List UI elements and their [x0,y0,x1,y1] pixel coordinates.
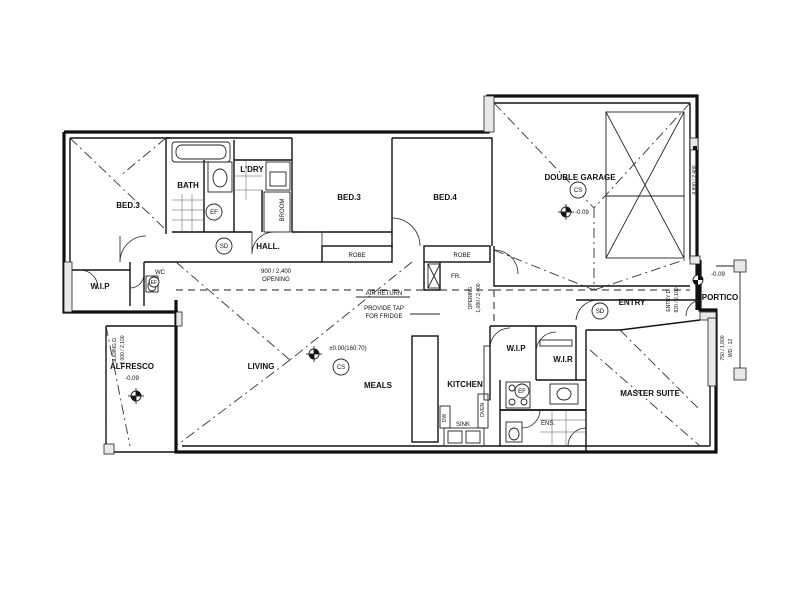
label-hall: HALL. [256,242,280,251]
level-marker-portico [692,274,704,286]
dw-unit [439,405,451,429]
linen-press [263,191,291,233]
bathtub [171,141,231,163]
pantry-shelf [483,345,491,401]
level-marker-alfresco [128,388,144,404]
label-broom: BROOM [280,199,286,222]
annotations: 900 / 2,400 OPENING AIR RETURN PROVIDE T… [112,165,734,428]
label-wc: WC [155,270,166,276]
note-opening-v: OPENING [468,286,474,309]
svg-text:CS: CS [574,188,582,194]
note-sliding-size: 2,000 / 2,100 [120,335,126,364]
dashed-lines [105,289,690,452]
oven-unit [477,393,489,429]
laundry-tiles [234,160,262,200]
note-opening: OPENING [262,277,290,283]
label-living: LIVING [248,362,275,371]
label-robe-left: ROBE [348,253,365,259]
cooktop [505,381,531,409]
svg-text:EF: EF [210,210,218,216]
label-bed2: BED.3 [116,201,140,210]
ens-vanity [549,383,579,405]
label-master: MASTER SUITE [620,389,680,398]
doors [79,217,701,447]
laundry-tub [265,161,291,191]
svg-text:SD: SD [220,244,229,250]
label-portico: PORTICO [702,293,738,302]
note-alfresco-level: -0.09 [125,376,139,382]
label-garage: DOUBLE GARAGE [544,173,616,182]
sd-symbol-hall: SD [215,237,233,255]
note-portico-level: -0.09 [711,272,725,278]
ef-symbol-bath: EF [205,203,223,221]
note-air-return: AIR RETURN [366,291,403,297]
note-entry-door: ENTRY D. [666,288,672,311]
label-bed3: BED.3 [337,193,361,202]
note-oven: OVEN [480,403,486,418]
ens-wc [505,421,523,443]
fixtures [145,141,579,447]
symbols: SD SD CS CS EF EF EF [103,146,747,455]
note-garage-door: 4,800 / 2,400 [692,165,698,194]
label-meals: MEALS [364,381,393,390]
column-portico-top [733,259,747,273]
label-wir: W.I.R [553,355,573,364]
note-sliding-d: SLIDING D. [112,337,118,363]
note-garage-level: -0.09 [575,210,589,216]
note-window-size: 750 / 1,800 [720,335,726,360]
label-ens: ENS. [541,421,555,427]
column-portico-bot [733,367,747,381]
bath-tiles [172,194,204,232]
sink-unit [443,427,485,447]
label-laundry: L'DRY [240,165,264,174]
svg-text:CS: CS [337,365,345,371]
cs-symbol-living: CS [332,358,350,376]
note-opening-v-size: 1,080 / 2,400 [476,283,482,312]
hatch-blocks [63,95,717,387]
cs-symbol-garage: CS [569,181,587,199]
note-level: ±0.00(160.70) [329,346,366,352]
note-opening-size: 900 / 2,400 [261,269,292,275]
ens-tiles [540,410,586,446]
column-alfresco [103,443,115,455]
note-dw: DW [442,414,448,423]
note-fridge: FR. [451,274,461,280]
wir-shelf [539,339,573,347]
ef-symbol-ens: EF [514,383,530,399]
label-bed4: BED.4 [433,193,457,202]
label-alfresco: ALFRESCO [110,362,154,371]
note-provide-tap: PROVIDE TAP [364,306,404,312]
fridge-space [427,263,441,289]
room-labels: BED.3 BATH L'DRY BROOM BED.3 BED.4 HALL.… [90,165,738,427]
label-bath: BATH [177,181,199,190]
level-marker-living [306,346,322,362]
garage-bay [605,111,685,259]
level-marker-garage [558,204,574,220]
svg-text:EF: EF [151,280,157,286]
note-entry-door-size: 820 / 2,100 [674,287,680,312]
label-wip-kitchen: W.I.P [506,344,526,353]
svg-text:EF: EF [518,389,526,395]
ef-symbol-wc: EF [148,276,160,288]
sd-symbol-entry: SD [591,302,609,320]
svg-text:SD: SD [596,309,605,315]
label-entry: ENTRY [619,298,646,307]
tiles [172,160,586,446]
vanity [207,161,233,193]
note-for-fridge: FOR FRIDGE [366,314,403,320]
note-sink: SINK [456,422,470,428]
note-wd: WD - 12 [728,339,734,358]
label-robe-right: ROBE [453,253,470,259]
label-kitchen: KITCHEN [447,380,483,389]
label-wip-left: W.I.P [90,282,110,291]
